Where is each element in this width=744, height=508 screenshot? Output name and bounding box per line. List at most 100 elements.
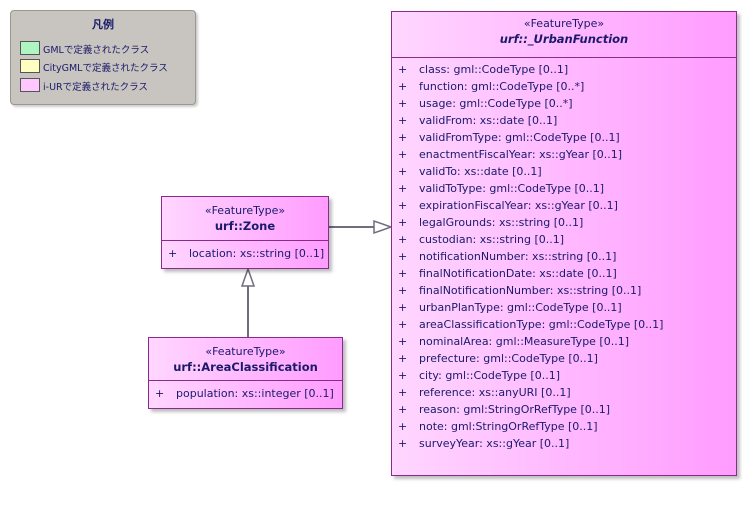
visibility-marker: + [398,437,408,450]
class-name: urf::_UrbanFunction [499,32,629,46]
visibility-marker: + [398,403,408,416]
class-name: urf::Zone [214,219,276,233]
attribute-text: urbanPlanType: gml::CodeType [0..1] [419,301,622,314]
attribute-text: surveyYear: xs::gYear [0..1] [419,437,570,450]
visibility-marker: + [398,284,408,297]
attribute-row: + validFromType: gml::CodeType [0..1] [392,130,736,147]
legend-item-gml: GMLで定義されたクラス [20,41,180,56]
visibility-marker: + [398,335,408,348]
legend-item-citygml: CityGMLで定義されたクラス [20,59,180,74]
visibility-marker: + [398,182,408,195]
attribute-row: + note: gml:StringOrRefType [0..1] [392,419,736,436]
attribute-row: +function: gml::CodeType [0..*] [392,79,736,96]
visibility-marker: + [398,114,408,127]
attribute-row: + legalGrounds: xs::string [0..1] [392,215,736,232]
attribute-text: validTo: xs::date [0..1] [419,165,542,178]
attribute-text: nominalArea: gml::MeasureType [0..1] [419,335,630,348]
attribute-text: population: xs::integer [0..1] [176,387,334,400]
attribute-row: + city: gml::CodeType [0..1] [392,368,736,385]
attribute-row: +finalNotificationDate: xs::date [0..1] [392,266,736,283]
visibility-marker: + [398,233,408,246]
attribute-row: + surveyYear: xs::gYear [0..1] [392,436,736,453]
attribute-text: location: xs::string [0..1] [189,247,325,260]
visibility-marker: + [398,165,408,178]
visibility-marker: + [398,97,408,110]
attribute-row: + expirationFiscalYear: xs::gYear [0..1] [392,198,736,215]
attribute-list: + population: xs::integer [0..1] [149,381,342,403]
visibility-marker: + [398,80,408,93]
visibility-marker: + [398,148,408,161]
attribute-text: reason: gml:StringOrRefType [0..1] [419,403,611,416]
legend-swatch-iur [20,78,40,92]
attribute-row: + urbanPlanType: gml::CodeType [0..1] [392,300,736,317]
legend-title: 凡例 [92,18,114,31]
attribute-text: validFrom: xs::date [0..1] [419,114,558,127]
class-header: «FeatureType» urf::AreaClassification [149,338,342,381]
visibility-marker: + [398,216,408,229]
attribute-row: + custodian: xs::string [0..1] [392,232,736,249]
attribute-text: class: gml::CodeType [0..1] [419,63,569,76]
visibility-marker: + [155,387,165,400]
visibility-marker: + [398,420,408,433]
legend-label: GMLで定義されたクラス [43,45,150,56]
attribute-text: reference: xs::anyURI [0..1] [419,386,571,399]
attribute-row: + usage: gml::CodeType [0..*] [392,96,736,113]
attribute-row: + class: gml::CodeType [0..1] [392,62,736,79]
legend: 凡例 GMLで定義されたクラス CityGMLで定義されたクラス i-URで定義… [10,10,196,105]
attribute-text: note: gml:StringOrRefType [0..1] [419,420,598,433]
stereotype-label: «FeatureType» [205,345,286,358]
attribute-row: + areaClassificationType: gml::CodeType [… [392,317,736,334]
attribute-row: + notificationNumber: xs::string [0..1] [392,249,736,266]
attribute-row: + validTo: xs::date [0..1] [392,164,736,181]
visibility-marker: + [398,352,408,365]
visibility-marker: + [398,267,408,280]
attribute-text: expirationFiscalYear: xs::gYear [0..1] [419,199,618,212]
attribute-row: + reason: gml:StringOrRefType [0..1] [392,402,736,419]
visibility-marker: + [398,301,408,314]
visibility-marker: + [398,250,408,263]
class-header: «FeatureType» urf::Zone [162,197,328,241]
attribute-list: + class: gml::CodeType [0..1]+function: g… [392,58,736,453]
attribute-text: legalGrounds: xs::string [0..1] [419,216,584,229]
attribute-text: enactmentFiscalYear: xs::gYear [0..1] [419,148,623,161]
visibility-marker: + [398,318,408,331]
class-name: urf::AreaClassification [173,360,318,374]
stereotype-label: «FeatureType» [523,17,605,30]
class-header: «FeatureType» urf::_UrbanFunction [392,12,736,58]
attribute-text: city: gml::CodeType [0..1] [419,369,560,382]
attribute-row: + enactmentFiscalYear: xs::gYear [0..1] [392,147,736,164]
attribute-text: validToType: gml::CodeType [0..1] [419,182,605,195]
attribute-row: + prefecture: gml::CodeType [0..1] [392,351,736,368]
legend-swatch-gml [20,41,40,55]
attribute-row: + finalNotificationNumber: xs::string [0.… [392,283,736,300]
attribute-row: + nominalArea: gml::MeasureType [0..1] [392,334,736,351]
visibility-marker: + [398,199,408,212]
attribute-text: areaClassificationType: gml::CodeType [0… [419,318,664,331]
attribute-row: + population: xs::integer [0..1] [149,386,342,403]
stereotype-label: «FeatureType» [204,204,286,217]
visibility-marker: + [168,247,178,260]
class-urban-function[interactable]: «FeatureType» urf::_UrbanFunction + class… [391,11,737,476]
attribute-list: + location: xs::string [0..1] [162,241,328,263]
attribute-text: finalNotificationNumber: xs::string [0..… [419,284,642,297]
attribute-text: prefecture: gml::CodeType [0..1] [419,352,598,365]
visibility-marker: + [398,131,408,144]
generalization-arrow-areaclassification [240,266,256,287]
generalization-arrow-zone [373,219,394,235]
legend-item-iur: i-URで定義されたクラス [20,78,180,93]
visibility-marker: + [398,369,408,382]
attribute-row: + location: xs::string [0..1] [162,246,328,263]
visibility-marker: + [398,386,408,399]
legend-swatch-citygml [20,59,40,73]
attribute-row: + reference: xs::anyURI [0..1] [392,385,736,402]
class-area-classification[interactable]: «FeatureType» urf::AreaClassification + p… [148,337,343,409]
legend-label: i-URで定義されたクラス [43,82,148,93]
class-zone[interactable]: «FeatureType» urf::Zone + location: xs::s… [161,196,329,269]
attribute-row: + validToType: gml::CodeType [0..1] [392,181,736,198]
visibility-marker: + [398,63,408,76]
attribute-text: validFromType: gml::CodeType [0..1] [419,131,620,144]
attribute-text: custodian: xs::string [0..1] [419,233,565,246]
attribute-text: usage: gml::CodeType [0..*] [419,97,573,110]
attribute-text: notificationNumber: xs::string [0..1] [419,250,617,263]
